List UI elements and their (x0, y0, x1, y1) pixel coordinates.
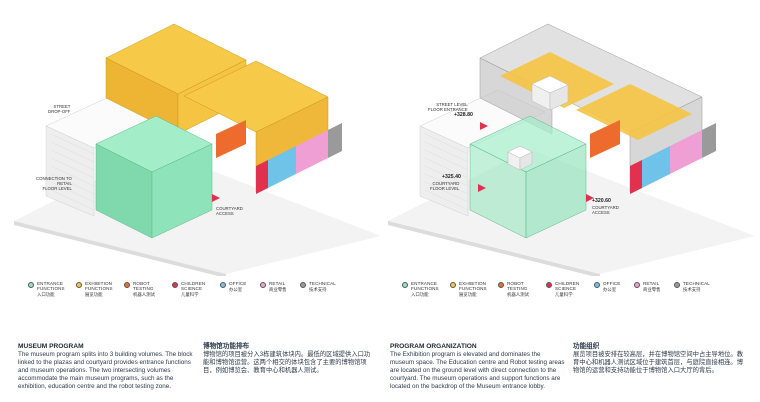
text-program-organization-zh: 功能组织 展览项目被安排在较高层，并在博物馆空间中占主导地位。教育中心和机器人测… (573, 343, 744, 374)
swatch-icon (124, 282, 130, 288)
label-street-dropoff: STREET DROP-OFF (48, 104, 71, 114)
children-science-band (256, 160, 268, 194)
text-museum-program: MUSEUM PROGRAM The museum program splits… (18, 343, 193, 390)
courtyard-access-arrow-icon (586, 194, 594, 202)
label-access-right: COURTYARD ACCESS (592, 205, 619, 215)
text-museum-program-zh: 博物馆功能排布 博物馆的项目被分入3栋建筑体块内。最低的区域提供入口功能和博物馆… (203, 343, 371, 374)
swatch-icon (674, 282, 680, 288)
swatch-icon (300, 282, 306, 288)
retail-band (296, 130, 328, 174)
courtyard-level-arrow-icon (478, 184, 486, 192)
axonometric-left (14, 23, 381, 276)
robot-testing-band (216, 120, 246, 158)
stair-lines (50, 133, 95, 211)
text-program-organization: PROGRAM ORGANIZATION The Exhibition prog… (390, 343, 565, 390)
swatch-icon (450, 282, 456, 288)
axonometric-right (388, 23, 755, 276)
swatch-icon (76, 282, 82, 288)
label-connection-retail: CONNECTION TO RETAIL FLOOR LEVEL (36, 176, 72, 191)
label-street-level: STREET LEVEL FLOOR ENTRANCE (428, 102, 468, 112)
courtyard-arrow-icon (212, 194, 220, 202)
elevation-top: +328.80 (454, 112, 473, 118)
swatch-icon (220, 282, 226, 288)
swatch-icon (28, 282, 34, 288)
swatch-icon (402, 282, 408, 288)
elevation-bottom: +320.60 (592, 198, 611, 204)
swatch-icon (172, 282, 178, 288)
swatch-icon (594, 282, 600, 288)
swatch-icon (634, 282, 640, 288)
swatch-icon (498, 282, 504, 288)
program-diagram-right: STREET LEVEL FLOOR ENTRANCE +328.80 +325… (380, 16, 755, 316)
swatch-icon (546, 282, 552, 288)
street-arrow-icon (480, 122, 488, 130)
program-diagram-left: STREET DROP-OFF CONNECTION TO RETAIL FLO… (6, 16, 381, 316)
office-band (268, 146, 296, 188)
technical-band (328, 123, 342, 158)
elevation-mid: +325.40 (442, 174, 461, 180)
label-courtyard-level: COURTYARD FLOOR LEVEL (430, 181, 460, 191)
swatch-icon (260, 282, 266, 288)
label-courtyard-access: COURTYARD ACCESS (216, 206, 243, 216)
exhibition-floor-2 (576, 84, 692, 140)
